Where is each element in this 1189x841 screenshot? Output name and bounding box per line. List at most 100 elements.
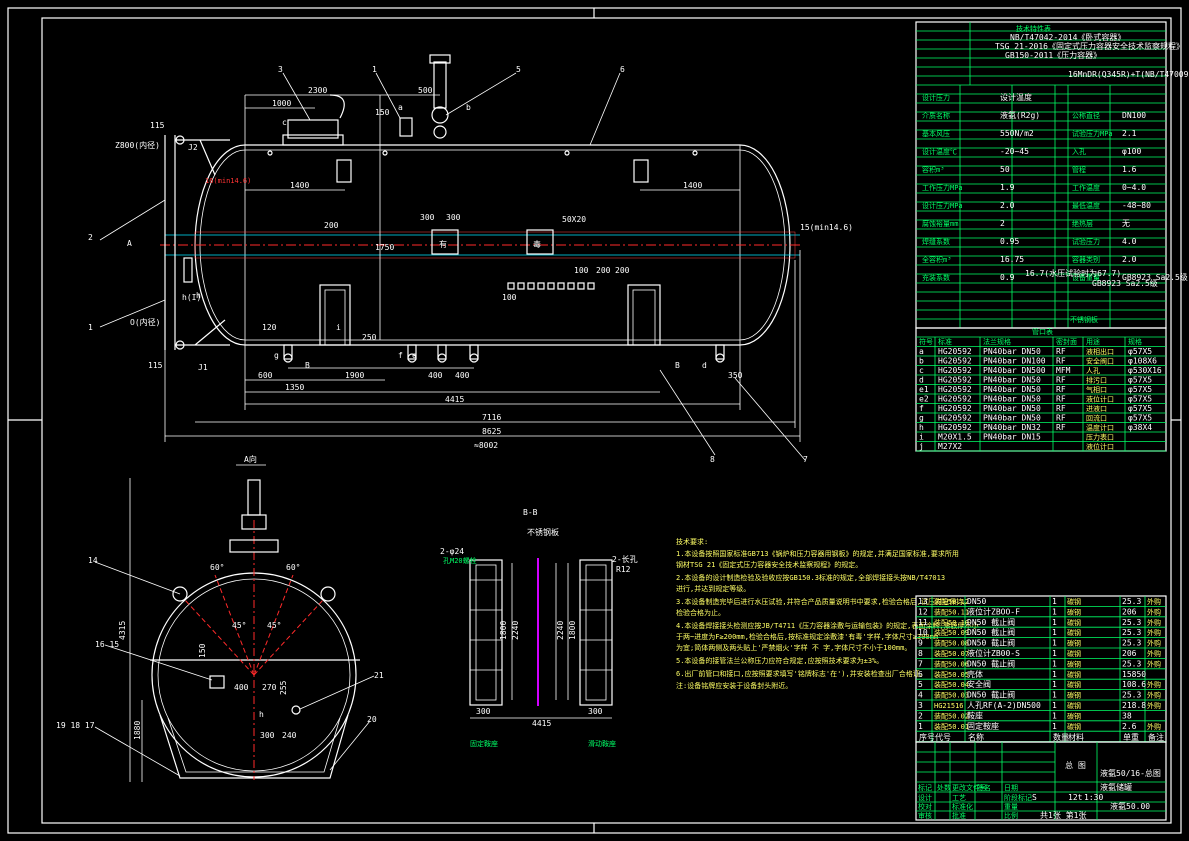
vessel-front-view[interactable]: 有 毒 (160, 54, 800, 363)
design-left-value: 0.95 (1000, 237, 1019, 246)
parts-cell: 9 (918, 639, 923, 648)
parts-cell: 206 (1122, 607, 1137, 616)
drawing-annotation: 45° (232, 621, 246, 630)
drawing-annotation: 1000 (272, 99, 291, 108)
drawing-annotation: 19 18 17 (56, 721, 95, 730)
nozzle-cell: PN40bar DN50 (983, 395, 1041, 404)
parts-cell: 1 (1052, 628, 1057, 637)
nozzle-cell: HG20592 (938, 376, 972, 385)
drawing-annotation: 注:设备铭牌应安装于设备封头附近。 (676, 681, 792, 690)
title-cell: 标准化 (952, 802, 973, 811)
main-view-dimensions (164, 94, 801, 442)
design-left-label: 焊缝系数 (922, 237, 950, 246)
parts-cell: 1 (1052, 639, 1057, 648)
design-table-header: 技术特性表 (1016, 24, 1051, 33)
parts-cell: 固定鞍座 (967, 721, 999, 731)
drawing-annotation: 1350 (285, 383, 304, 392)
drawing-annotation: 于两~进度为F≥200mm,检验合格后,按标准规定涂敷漆'有毒'字样,字体尺寸≥… (676, 632, 938, 641)
parts-cell: 外购 (1147, 701, 1161, 710)
nozzle-cell: MFM (1056, 366, 1071, 375)
drawing-annotation: B (675, 361, 680, 370)
drawing-annotation: NB/T47042-2014《卧式容器》 (1010, 32, 1125, 42)
drawing-annotation: 115 (150, 121, 165, 130)
view-a-end[interactable]: A向 (129, 454, 360, 782)
design-right-value: 1.6 (1122, 165, 1137, 174)
drawing-annotation: 200 (615, 266, 630, 275)
drawing-annotation: 255 (279, 680, 288, 695)
nozzle-cell: M27X2 (938, 442, 962, 451)
design-right-value: DN100 (1122, 111, 1146, 120)
nozzle-cell: RF (1056, 404, 1066, 413)
parts-cell: 108.6 (1122, 680, 1146, 689)
parts-cell: 1 (1052, 670, 1057, 679)
nozzle-cell: e2 (919, 395, 929, 404)
design-left-label: 容积m³ (922, 165, 944, 174)
drawing-annotation: 150 (375, 108, 390, 117)
parts-cell: 4 (918, 691, 923, 700)
drawing-annotation: 1880 (133, 721, 142, 740)
parts-header-cell: 名称 (968, 732, 984, 742)
nozzle-cell: φ38X4 (1128, 423, 1152, 432)
parts-header-cell: 序号 (919, 732, 935, 742)
parts-cell: 25.3 (1122, 628, 1141, 637)
nozzle-cell: i (919, 433, 924, 442)
nozzle-cell: PN40bar DN50 (983, 376, 1041, 385)
design-data-table[interactable]: 技术特性表 NB/T47042-2014《卧式容器》 TSG 21-2016《固… (915, 21, 1189, 329)
balloon-7: 7 (803, 455, 808, 464)
nozzle-table-header: 管口表 (1032, 327, 1053, 336)
nozzle-cell: RF (1056, 376, 1066, 385)
balloon-4: 1 (372, 65, 377, 74)
design-right-value: φ100 (1122, 147, 1141, 156)
design-left-value: 16.75 (1000, 255, 1024, 264)
parts-cell: 13 (918, 597, 928, 606)
parts-cell: 1 (1052, 691, 1057, 700)
drawing-annotation: 技术要求: (676, 537, 708, 546)
nozzle-cell: g (919, 414, 924, 423)
nozzle-cell: HG20592 (938, 414, 972, 423)
parts-cell: DN50 截止阀 (967, 617, 1015, 627)
nozzle-cell: φ57X5 (1128, 376, 1152, 385)
parts-cell: 壳体 (967, 669, 983, 679)
balloon-2: 2 (88, 233, 93, 242)
parts-cell: 装配50.05 (934, 670, 969, 679)
label-du: 毒 (533, 239, 541, 249)
design-left-label: 设计压力MPa (922, 201, 963, 210)
drawing-annotation: 进行,并达到规定等级。 (676, 584, 750, 593)
parts-cell: 碳钢 (1067, 649, 1081, 658)
nozzle-cell: φ57X5 (1128, 414, 1152, 423)
nozzle-cell: HG20592 (938, 347, 972, 356)
main-view-labels: Z800(内径) O(内径) J2 J1 h(I) A B B a b c d … (115, 103, 707, 372)
nozzle-cell: HG20592 (938, 404, 972, 413)
title-cell: 校对 (918, 802, 932, 811)
nozzle-cell: 温度计口 (1086, 423, 1114, 432)
drawing-annotation: 270 (262, 683, 277, 692)
drawing-annotation: 不锈钢板 (527, 527, 559, 537)
drawing-annotation: 1400 (290, 181, 309, 190)
title-block[interactable]: 总 图 液氨50/16-总图 液氨储罐 液氨50.00 S 12t 1:30 共… (915, 741, 1167, 821)
view-b-section[interactable]: B-B 不锈钢板 (469, 508, 613, 719)
technical-requirements: 技术要求: 1.本设备按照国家标准GB713《锅炉和压力容器用钢板》的规定,并满… (676, 537, 979, 690)
drawing-annotation: R12 (616, 565, 631, 574)
design-left-value: 设计温度 (1000, 92, 1032, 102)
parts-cell: 外购 (1147, 691, 1161, 700)
main-view-dim-text: 2300 1000 500 1400 1400 200 300 300 50X2… (148, 86, 853, 450)
design-left-value: 2.0 (1000, 201, 1015, 210)
design-left-label: 全容积m³ (922, 255, 951, 264)
parts-cell: 25.3 (1122, 618, 1141, 627)
drawing-annotation: TSG 21-2016《固定式压力容器安全技术监察规程》 (995, 41, 1184, 51)
title-cell: 审核 (918, 811, 932, 820)
parts-cell: 装配50.04 (934, 680, 969, 689)
nozzle-cell: PN40bar DN50 (983, 414, 1041, 423)
nozzle-cell: PN40bar DN50 (983, 385, 1041, 394)
design-right-label: 设备重量 (1072, 273, 1100, 282)
drawing-number: 液氨50.00 (1110, 801, 1150, 811)
parts-cell: DN50 截止阀 (967, 690, 1015, 700)
parts-cell: 25.3 (1122, 659, 1141, 668)
drawing-annotation: i (336, 323, 341, 332)
title-cell: 设计 (918, 793, 932, 802)
design-right-value: 2.0 (1122, 255, 1137, 264)
drawing-annotation: 2.本设备的设计制造检验及验收应按GB150.3标准的规定,全部焊接接头按NB/… (676, 573, 945, 582)
